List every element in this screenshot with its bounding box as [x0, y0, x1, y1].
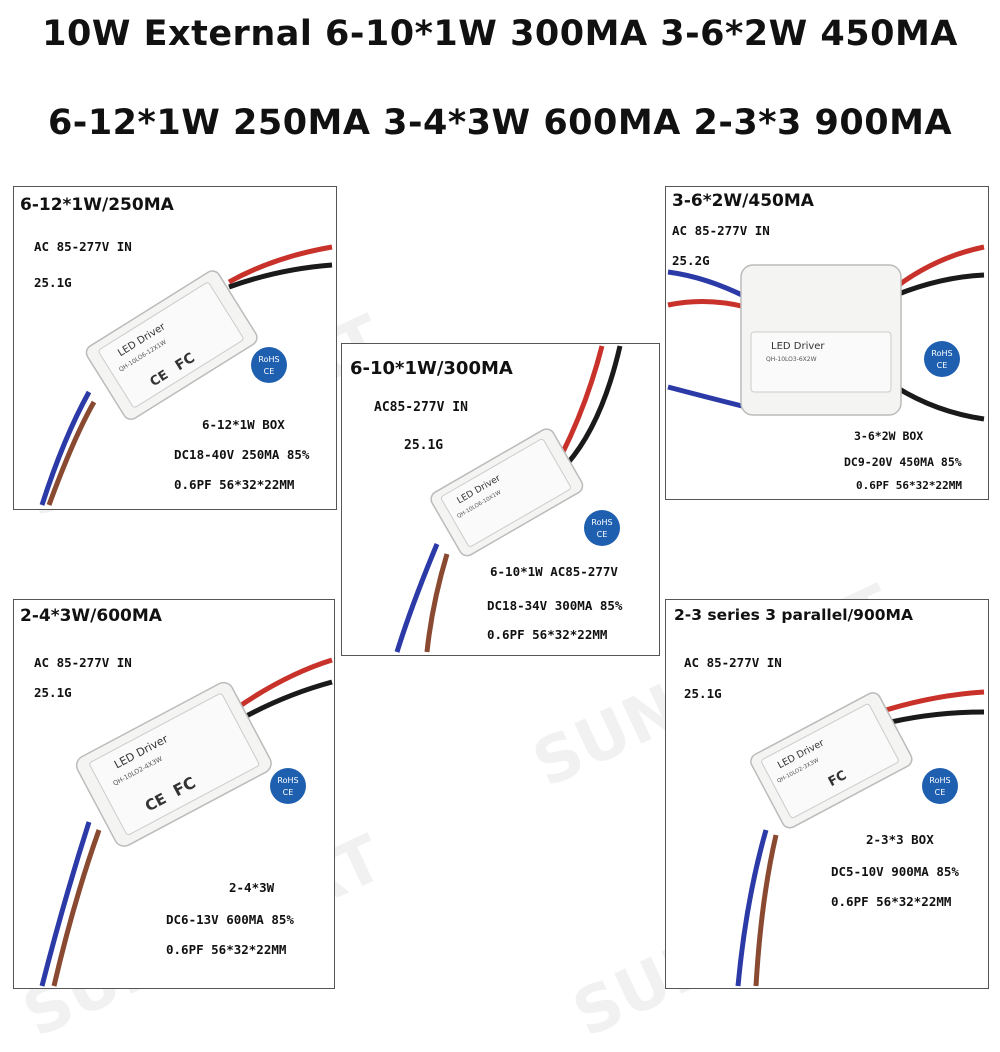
- panel-6-12x1w: LED Driver QH-10LO6-12X1W FC CE 6-12*1W/…: [13, 186, 337, 510]
- panel-title: 2-3 series 3 parallel/900MA: [674, 606, 913, 624]
- panel-2-3x3: LED Driver QH-10LO2-3X3W FC 2-3 series 3…: [665, 599, 989, 989]
- input-voltage: AC 85-277V IN: [684, 655, 782, 670]
- dimensions: 0.6PF 56*32*22MM: [856, 479, 962, 492]
- weight: 25.1G: [34, 275, 72, 290]
- box-label: 6-10*1W AC85-277V: [490, 564, 618, 579]
- svg-text:RoHS: RoHS: [277, 776, 298, 785]
- svg-text:CE: CE: [597, 530, 608, 539]
- box-label: 3-6*2W BOX: [854, 429, 924, 443]
- rohs-badge: RoHS CE: [584, 510, 620, 546]
- svg-text:RoHS: RoHS: [929, 776, 950, 785]
- output-spec: DC18-34V 300MA 85%: [487, 598, 623, 613]
- weight: 25.1G: [34, 685, 72, 700]
- rohs-badge: RoHS CE: [924, 341, 960, 377]
- led-driver-photo: LED Driver QH-10LO2-4X3W FC CE: [39, 657, 333, 987]
- svg-text:RoHS: RoHS: [931, 349, 952, 358]
- output-spec: DC6-13V 600MA 85%: [166, 912, 294, 927]
- led-driver-photo: LED Driver QH-10LO3-6X2W: [667, 244, 985, 422]
- output-spec: DC18-40V 250MA 85%: [174, 447, 310, 462]
- panel-3-6x2w: LED Driver QH-10LO3-6X2W 3-6*2W/450MA AC…: [665, 186, 989, 500]
- dimensions: 0.6PF 56*32*22MM: [166, 942, 287, 957]
- svg-text:RoHS: RoHS: [258, 355, 279, 364]
- label-brand: LED Driver: [771, 341, 825, 352]
- headline-line-1: 10W External 6-10*1W 300MA 3-6*2W 450MA: [42, 14, 958, 54]
- svg-text:RoHS: RoHS: [591, 518, 612, 527]
- panel-title: 2-4*3W/600MA: [20, 606, 162, 626]
- input-voltage: AC 85-277V IN: [34, 239, 132, 254]
- weight: 25.1G: [404, 438, 444, 453]
- rohs-badge: RoHS CE: [251, 347, 287, 383]
- svg-text:CE: CE: [937, 361, 948, 370]
- input-voltage: AC 85-277V IN: [672, 223, 770, 238]
- rohs-badge: RoHS CE: [922, 768, 958, 804]
- panel-title: 3-6*2W/450MA: [672, 191, 814, 211]
- rohs-badge: RoHS CE: [270, 768, 306, 804]
- box-label: 6-12*1W BOX: [202, 417, 285, 432]
- svg-text:CE: CE: [283, 788, 294, 797]
- panel-title: 6-10*1W/300MA: [350, 358, 513, 379]
- weight: 25.2G: [672, 253, 710, 268]
- svg-text:CE: CE: [935, 788, 946, 797]
- box-label: 2-4*3W: [229, 880, 275, 895]
- svg-text:CE: CE: [264, 367, 275, 376]
- led-driver-photo: LED Driver QH-10LO2-3X3W FC: [735, 689, 985, 987]
- input-voltage: AC85-277V IN: [374, 400, 468, 415]
- headline-line-2: 6-12*1W 250MA 3-4*3W 600MA 2-3*3 900MA: [47, 103, 953, 143]
- dimensions: 0.6PF 56*32*22MM: [174, 477, 295, 492]
- box-label: 2-3*3 BOX: [866, 832, 934, 847]
- label-model: QH-10LO3-6X2W: [766, 356, 817, 363]
- panel-2-4x3w: LED Driver QH-10LO2-4X3W FC CE 2-4*3W/60…: [13, 599, 335, 989]
- panel-title: 6-12*1W/250MA: [20, 195, 174, 215]
- panel-6-10x1w: LED Driver QH-10LO6-10X1W 6-10*1W/300MA …: [341, 343, 660, 656]
- dimensions: 0.6PF 56*32*22MM: [487, 627, 608, 642]
- dimensions: 0.6PF 56*32*22MM: [831, 894, 952, 909]
- input-voltage: AC 85-277V IN: [34, 655, 132, 670]
- led-driver-photo: LED Driver QH-10LO6-12X1W FC CE: [39, 244, 333, 506]
- weight: 25.1G: [684, 686, 722, 701]
- led-driver-photo: LED Driver QH-10LO6-10X1W: [394, 345, 623, 653]
- output-spec: DC9-20V 450MA 85%: [844, 455, 962, 469]
- output-spec: DC5-10V 900MA 85%: [831, 864, 959, 879]
